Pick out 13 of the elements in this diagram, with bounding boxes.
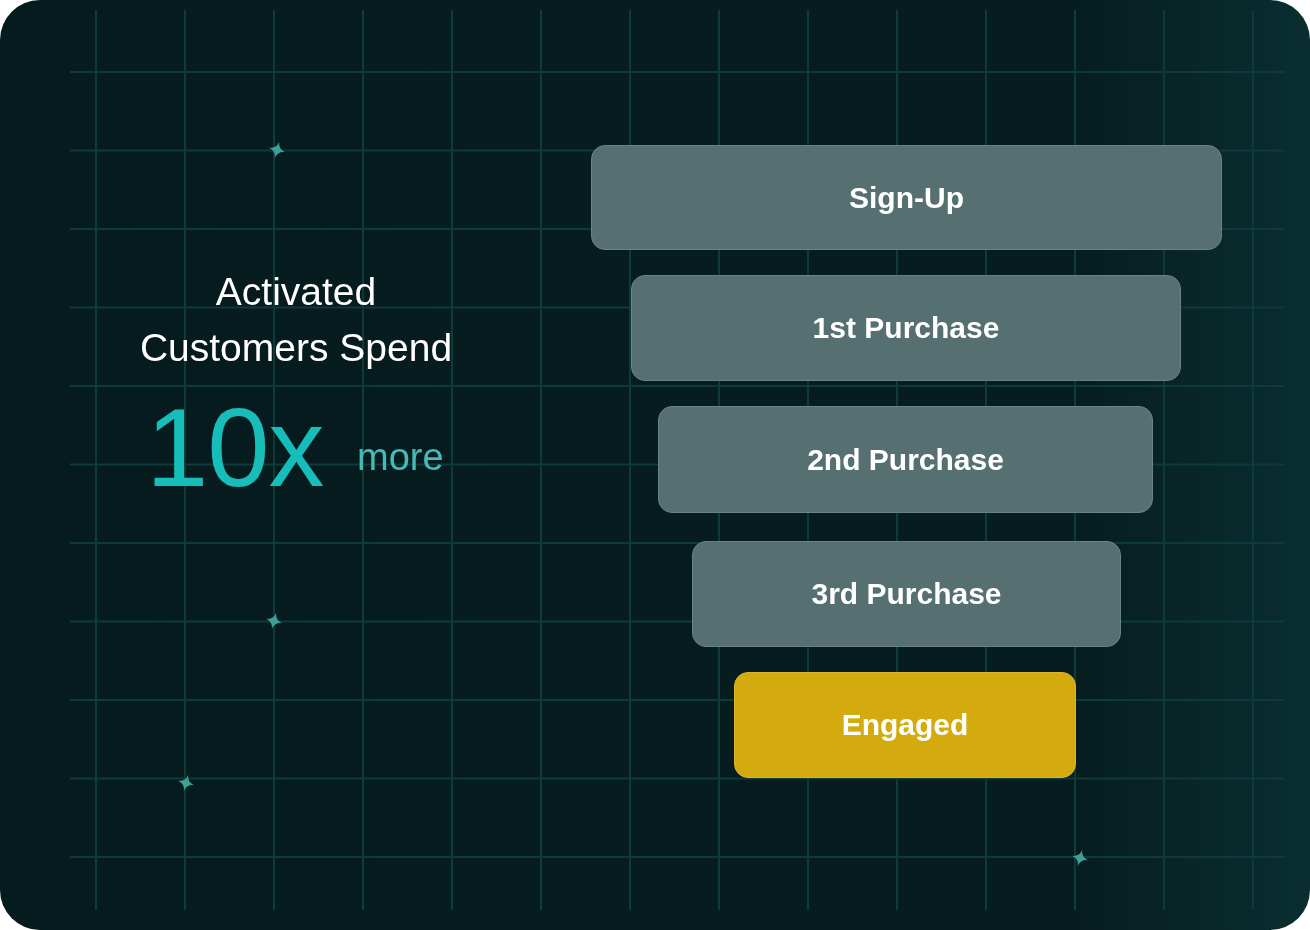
stage-box bbox=[631, 275, 1181, 381]
stage-box bbox=[658, 406, 1153, 513]
stage-box bbox=[734, 672, 1076, 778]
stage-label: 2nd Purchase bbox=[807, 441, 1004, 478]
headline-text: Activated Customers Spend bbox=[138, 269, 454, 371]
stage-box bbox=[692, 541, 1121, 647]
stage-label: Sign-Up bbox=[849, 179, 964, 216]
suffix-text: more bbox=[357, 438, 445, 476]
stage-label: Engaged bbox=[841, 707, 969, 744]
stage-label: 1st Purchase bbox=[812, 310, 1000, 347]
big-number: 10x bbox=[146, 392, 325, 504]
stage-box bbox=[591, 145, 1222, 250]
stage-label: 3rd Purchase bbox=[811, 576, 1002, 613]
